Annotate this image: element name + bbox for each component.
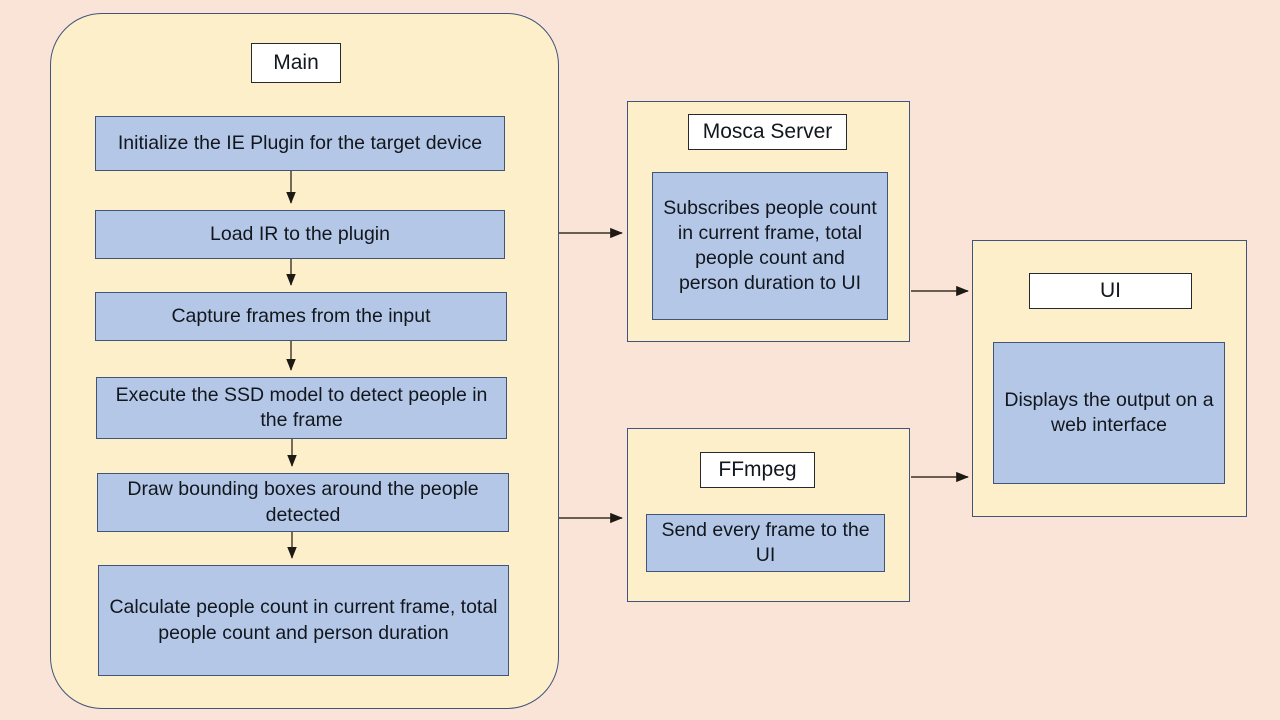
ffmpeg-step-1[interactable]: Send every frame to the UI [646, 514, 885, 572]
ui-step-1[interactable]: Displays the output on a web interface [993, 342, 1225, 484]
group-mosca-server-label: Mosca Server [688, 114, 847, 150]
mosca-step-1-text: Subscribes people count in current frame… [663, 196, 877, 295]
main-step-5-text: Draw bounding boxes around the people de… [127, 478, 479, 526]
ffmpeg-step-1-text: Send every frame to the UI [661, 518, 870, 566]
main-step-4-text: Execute the SSD model to detect people i… [115, 383, 488, 431]
group-main-label: Main [251, 43, 341, 83]
group-ui-label: UI [1029, 273, 1192, 309]
main-step-2-text: Load IR to the plugin [210, 222, 390, 245]
ui-step-1-text: Displays the output on a web interface [1004, 388, 1214, 436]
main-step-2[interactable]: Load IR to the plugin [95, 210, 505, 259]
main-step-6[interactable]: Calculate people count in current frame,… [98, 565, 509, 676]
main-step-1[interactable]: Initialize the IE Plugin for the target … [95, 116, 505, 171]
main-step-3-text: Capture frames from the input [171, 304, 431, 327]
main-step-3[interactable]: Capture frames from the input [95, 292, 507, 341]
main-step-1-text: Initialize the IE Plugin for the target … [117, 131, 483, 154]
main-step-6-text: Calculate people count in current frame,… [109, 596, 498, 644]
main-step-4[interactable]: Execute the SSD model to detect people i… [96, 377, 507, 439]
group-ffmpeg-label: FFmpeg [700, 452, 815, 488]
main-step-5[interactable]: Draw bounding boxes around the people de… [97, 473, 509, 532]
mosca-step-1[interactable]: Subscribes people count in current frame… [652, 172, 888, 320]
